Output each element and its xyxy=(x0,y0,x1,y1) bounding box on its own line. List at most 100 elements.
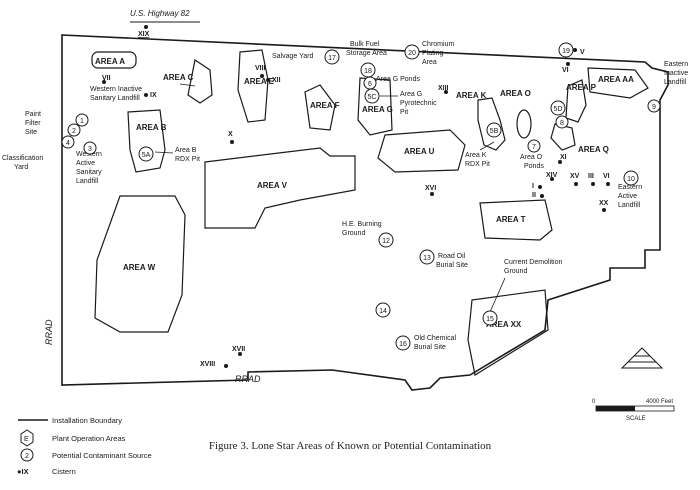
source-19: 19 xyxy=(558,42,574,58)
area-u-label: AREA U xyxy=(404,147,435,156)
area-aa-shape xyxy=(587,67,649,99)
label-he-burning-1: H.E. Burning xyxy=(342,221,382,228)
rrad-bottom-label: RRAD xyxy=(235,374,261,384)
svg-text:XVIII: XVIII xyxy=(200,361,215,368)
source-2: 2 xyxy=(67,123,81,137)
cistern-xx: XX xyxy=(599,200,609,212)
cistern-xi: XI xyxy=(558,154,567,164)
label-west-active-3: Sanitary xyxy=(76,169,102,176)
source-5c: 5C xyxy=(364,88,380,104)
svg-text:12: 12 xyxy=(382,238,390,245)
label-west-inactive-2: Sanitary Landfill xyxy=(90,95,140,102)
svg-text:VI: VI xyxy=(562,67,569,74)
cistern-xiii: XIII xyxy=(438,85,449,94)
svg-text:16: 16 xyxy=(399,341,407,348)
svg-text:XVI: XVI xyxy=(425,185,436,192)
scale-bar: 0 4000 Feet SCALE xyxy=(592,399,675,422)
source-8: 8 xyxy=(555,115,569,129)
leader-area-c xyxy=(179,83,196,87)
label-g-pyro-3: Pit xyxy=(400,109,408,116)
legend-source-symbol-shape xyxy=(20,448,34,462)
area-w-label: AREA W xyxy=(123,263,156,272)
area-k-label: AREA K xyxy=(456,91,487,100)
label-k-rdx-2: RDX Pit xyxy=(465,161,490,168)
label-area-b-rdx-1: Area B xyxy=(175,147,197,154)
area-o-label: AREA O xyxy=(500,89,531,98)
legend-source-symbol: 2 xyxy=(25,453,29,460)
svg-text:III: III xyxy=(588,173,594,180)
cistern-iii: III xyxy=(588,173,595,186)
label-east-active-1: Eastern xyxy=(618,184,642,191)
areas xyxy=(91,49,649,376)
legend: Installation Boundary E Plant Operation … xyxy=(17,416,152,476)
label-g-pyro-2: Pyrotechnic xyxy=(400,100,437,107)
source-4: 4 xyxy=(61,135,75,149)
source-9: 9 xyxy=(647,99,661,113)
leader-k-rdx xyxy=(479,141,495,151)
area-labels: AREA A AREA C AREA B AREA E AREA F AREA … xyxy=(95,57,634,329)
scale-label: SCALE xyxy=(626,416,646,422)
north-arrow-logo xyxy=(620,347,664,369)
source-10: 10 xyxy=(623,170,639,186)
area-w-shape xyxy=(94,195,186,333)
area-v-label: AREA V xyxy=(257,181,288,190)
cistern-xviii: XVIII xyxy=(200,361,228,368)
source-1: 1 xyxy=(75,113,89,127)
svg-text:VII: VII xyxy=(102,75,111,82)
area-v-shape xyxy=(204,147,356,229)
leader-demolition xyxy=(489,277,506,313)
cistern-vii: VII xyxy=(102,75,111,84)
figure-caption: Figure 3. Lone Star Areas of Known or Po… xyxy=(208,440,492,452)
label-east-inactive-2: Inactive xyxy=(664,70,688,77)
source-15: 15 xyxy=(482,310,498,326)
svg-text:II: II xyxy=(532,192,536,199)
label-he-burning-2: Ground xyxy=(342,230,365,237)
label-road-oil-1: Road Oil xyxy=(438,253,466,260)
source-5a: 5A xyxy=(138,146,154,162)
svg-text:5D: 5D xyxy=(554,106,563,113)
label-road-oil-2: Burial Site xyxy=(436,262,468,269)
leader-area-b-rdx xyxy=(154,151,174,154)
cistern-xvii: XVII xyxy=(232,346,245,356)
area-aa-label: AREA AA xyxy=(598,75,634,84)
legend-source-label: Potential Contaminant Source xyxy=(52,451,152,460)
sources: 1 2 4 3 5A 17 20 18 6 5C 5B 7 19 5D 8 9 … xyxy=(61,42,661,351)
area-a-label: AREA A xyxy=(95,57,125,66)
svg-text:X: X xyxy=(228,131,233,138)
svg-text:XX: XX xyxy=(599,200,609,207)
source-13: 13 xyxy=(419,249,435,265)
svg-text:1: 1 xyxy=(80,118,84,125)
label-paint-filter-2: Filter xyxy=(25,120,41,127)
label-classification-2: Yard xyxy=(14,164,28,171)
svg-text:5B: 5B xyxy=(490,128,499,135)
area-xx-label: AREA XX xyxy=(486,320,522,329)
label-demolition-1: Current Demolition xyxy=(504,259,562,266)
legend-plant-label: Plant Operation Areas xyxy=(52,434,126,443)
cistern-i: I xyxy=(532,183,542,190)
svg-text:V: V xyxy=(580,49,585,56)
area-f-shape xyxy=(304,84,336,131)
area-g-label: AREA G xyxy=(362,105,393,114)
label-bulk-fuel-2: Storage Area xyxy=(346,50,387,57)
legend-cistern-label: Cistern xyxy=(52,467,76,476)
legend-cistern-symbol: ●IX xyxy=(17,467,29,476)
area-b-label: AREA B xyxy=(136,123,167,132)
label-classification-1: Classification xyxy=(2,155,43,162)
label-paint-filter-3: Site xyxy=(25,129,37,136)
label-west-active-4: Landfill xyxy=(76,178,99,185)
label-k-rdx-1: Area K xyxy=(465,152,487,159)
label-west-active-1: Western xyxy=(76,151,102,158)
source-7: 7 xyxy=(527,139,541,153)
scale-zero: 0 xyxy=(592,399,596,405)
svg-text:VIII: VIII xyxy=(255,65,266,72)
cistern-vi: VI xyxy=(562,62,570,74)
area-f-label: AREA F xyxy=(310,101,340,110)
scale-max: 4000 Feet xyxy=(646,399,673,405)
area-g-shape xyxy=(357,77,393,136)
source-12: 12 xyxy=(378,232,394,248)
label-chromium-3: Area xyxy=(422,59,437,66)
source-14: 14 xyxy=(375,302,391,318)
label-g-pyro-1: Area G xyxy=(400,91,422,98)
